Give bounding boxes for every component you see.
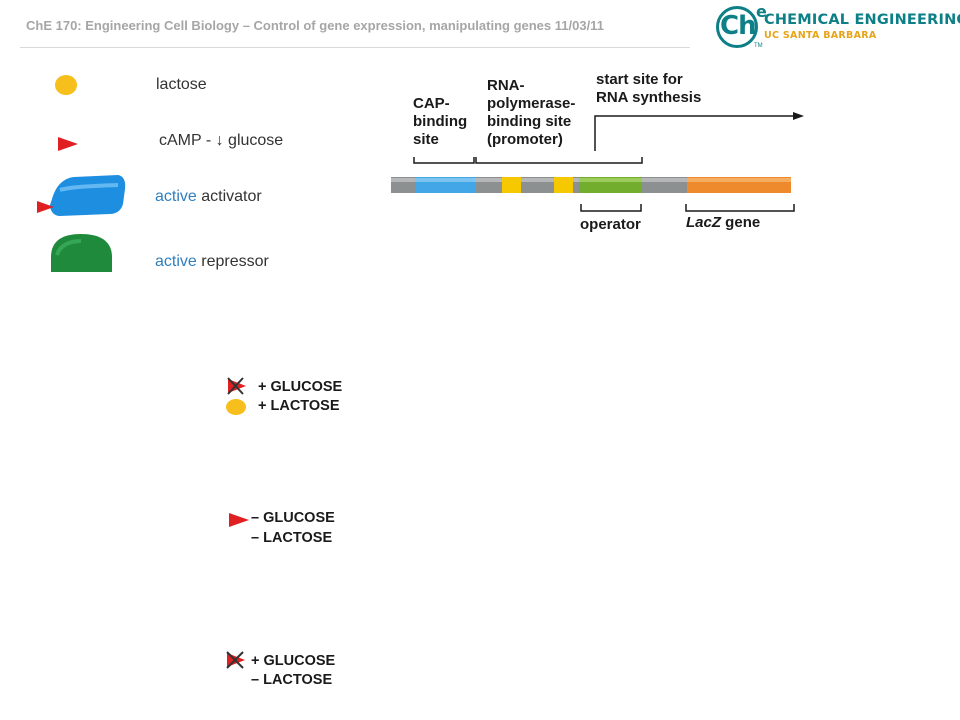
logo-university: UC SANTA BARBARA [764, 30, 877, 41]
promoter-bracket [475, 157, 643, 164]
condition-3-icons [226, 651, 245, 669]
lactose-icon [55, 75, 77, 95]
logo-department: CHEMICAL ENGINEERING [764, 12, 960, 28]
active-repressor-icon [51, 234, 112, 272]
legend-icons [37, 75, 126, 272]
transcription-start-arrow [594, 112, 804, 151]
logo-badge-text: Ch [720, 11, 757, 41]
legend-label-repressor: active repressor [155, 253, 269, 271]
lac-operon-diagram: CAP- binding site RNA- polymerase- bindi… [391, 71, 804, 233]
condition-1-lactose: + LACTOSE [258, 398, 340, 414]
dna-strand [391, 177, 791, 193]
condition-3-lactose: – LACTOSE [251, 672, 333, 688]
condition-2-glucose: – GLUCOSE [251, 510, 335, 526]
slide-header-title: ChE 170: Engineering Cell Biology – Cont… [26, 18, 604, 33]
promoter-label: RNA- polymerase- binding site (promoter) [487, 77, 580, 148]
chemical-engineering-logo: Ch e TM CHEMICAL ENGINEERING UC SANTA BA… [714, 2, 960, 54]
cross-icon [226, 651, 244, 669]
condition-1-icons [226, 377, 246, 415]
activator-word: activator [196, 188, 262, 205]
repressor-highlight [55, 239, 82, 256]
legend-label-camp: cAMP - ↓ glucose [159, 132, 284, 149]
camp-icon [229, 513, 249, 527]
activator-highlight [59, 183, 119, 192]
logo-trademark: TM [754, 43, 763, 49]
start-site-label: start site for RNA synthesis [596, 71, 701, 106]
condition-2-icons [229, 513, 249, 527]
lactose-icon [226, 399, 246, 415]
logo-superscript: e [756, 2, 767, 21]
condition-1-glucose: + GLUCOSE [258, 379, 343, 395]
condition-2-lactose: – LACTOSE [251, 530, 333, 546]
activator-keyword: active [155, 188, 197, 205]
repressor-keyword: active [155, 253, 197, 270]
operator-bracket [580, 204, 642, 212]
lacz-bracket [685, 204, 795, 212]
repressor-word: repressor [196, 253, 269, 270]
legend-label-lactose: lactose [156, 76, 207, 93]
activator-bound-camp-icon [37, 201, 54, 213]
active-activator-icon [50, 175, 126, 216]
operator-label: operator [580, 216, 641, 233]
cap-site-label: CAP- binding site [413, 95, 471, 148]
header-divider [20, 47, 690, 48]
condition-3-glucose: + GLUCOSE [251, 653, 336, 669]
promoter-box-1 [502, 177, 521, 193]
logo-badge-ring [716, 6, 758, 48]
lacz-gene-label: LacZ gene [686, 214, 760, 231]
legend-label-activator: active activator [155, 188, 262, 206]
promoter-box-2 [554, 177, 573, 193]
cap-site-bracket [413, 157, 475, 164]
camp-icon [58, 137, 78, 151]
cross-icon [227, 377, 244, 395]
